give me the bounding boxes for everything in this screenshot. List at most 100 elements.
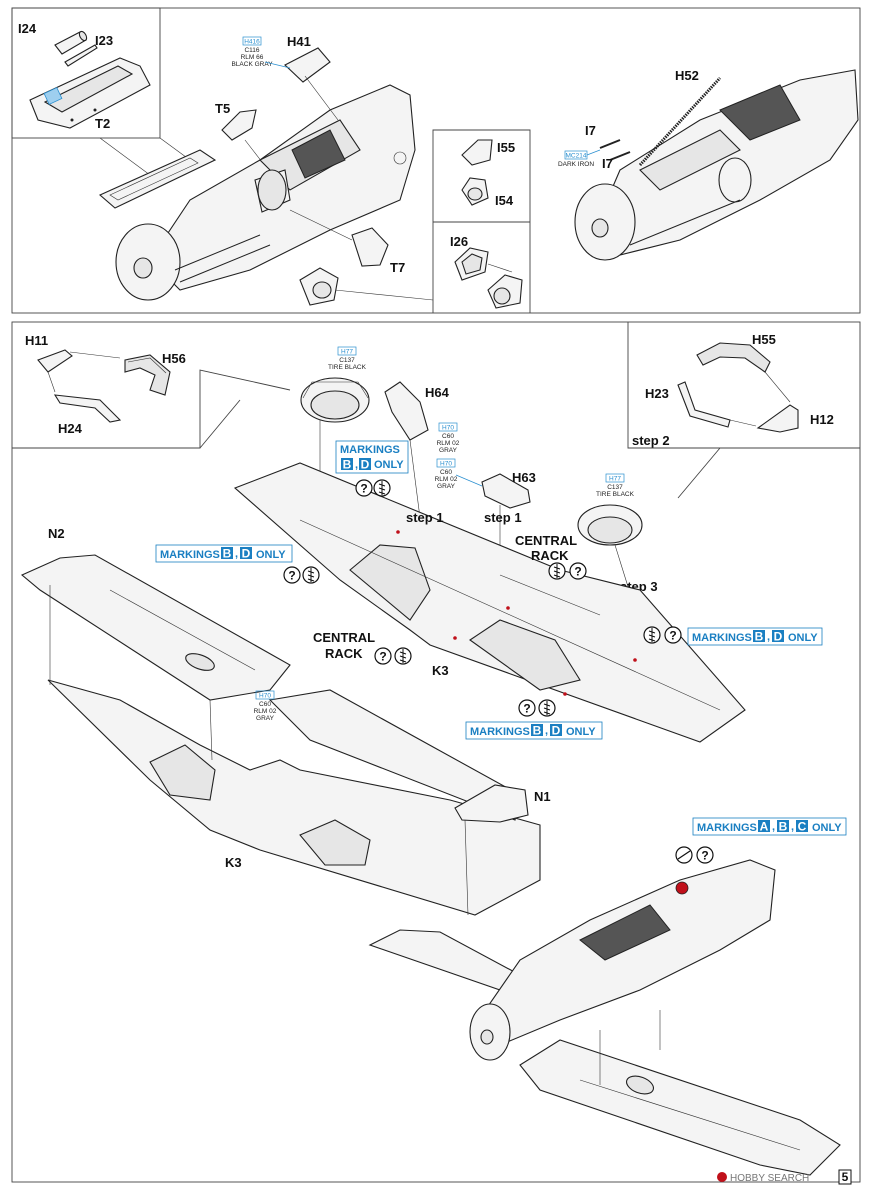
markings-only-1: ONLY	[374, 459, 404, 471]
page-number-box	[838, 1169, 852, 1185]
callout-h77-left: H77 C137 TIRE BLACK	[328, 346, 367, 371]
part-i7-shape	[599, 139, 631, 161]
fill-icon-glyph	[677, 850, 691, 860]
symbol-group-5: ?	[643, 626, 682, 644]
part-i24-shape	[54, 30, 88, 55]
label-h41: H41	[287, 34, 311, 49]
gear-bay-h12-shape	[756, 404, 799, 433]
leader-h23-h12	[729, 419, 757, 427]
markings-letter-d-1: D	[361, 458, 370, 472]
top-section-frame	[11, 7, 861, 314]
label-h63: H63	[512, 470, 536, 485]
cockpit-panel-t2	[29, 57, 151, 129]
label-central-rack-top-2: RACK	[531, 548, 569, 563]
label-k3-upper: K3	[432, 663, 449, 678]
canopy-h41-shape	[284, 47, 331, 83]
callout-h70-b-line3: GRAY	[437, 483, 456, 490]
drill-icon-glyph	[378, 481, 386, 495]
symbol-group-7: ?	[675, 846, 714, 864]
question-icon	[569, 562, 587, 580]
drill-icon-glyph	[553, 564, 561, 578]
question-mark-4: ?	[379, 650, 386, 664]
label-step-1-right: step 1	[484, 510, 522, 525]
label-i26: I26	[450, 234, 468, 249]
markings-letter-a-5: A	[760, 820, 769, 834]
leader-t5	[244, 139, 263, 163]
label-i55: I55	[497, 140, 515, 155]
watermark-logo-icon	[717, 1172, 727, 1182]
label-i54: I54	[495, 193, 514, 208]
question-mark-6: ?	[523, 702, 530, 716]
callout-h70-c-line1: C60	[259, 701, 271, 708]
question-mark-3: ?	[574, 565, 581, 579]
part-i26-shape	[454, 247, 489, 281]
part-h64-shape	[384, 381, 429, 441]
label-h56: H56	[162, 351, 186, 366]
leader-h11-h56	[69, 351, 121, 359]
markings-badge-bd-2: MARKINGS B , D ONLY	[155, 544, 293, 563]
markings-word-3: MARKINGS	[692, 632, 752, 644]
markings-letter-b-4: B	[533, 724, 542, 738]
label-h11: H11	[25, 333, 48, 348]
markings-sep-4: ,	[545, 725, 548, 737]
callout-h77-left-code: H77	[341, 349, 353, 356]
label-h23: H23	[645, 386, 669, 401]
label-t2: T2	[95, 116, 110, 131]
callout-h70-a-line2: RLM 02	[437, 440, 460, 447]
callout-h70-b-line2: RLM 02	[435, 476, 458, 483]
markings-only-5: ONLY	[812, 822, 842, 834]
watermark-text: HOBBY SEARCH	[730, 1173, 809, 1184]
label-central-rack-top-1: CENTRAL	[515, 533, 577, 548]
markings-letter-d-3: D	[774, 630, 783, 644]
callout-mc214-code: MC214	[566, 153, 587, 160]
label-central-rack-mid-2: RACK	[325, 646, 363, 661]
markings-sep-1: ,	[355, 459, 358, 471]
question-mark-1: ?	[360, 482, 367, 496]
markings-only-2: ONLY	[256, 549, 286, 561]
callout-h70-b-line1: C60	[440, 469, 452, 476]
part-h63-shape	[481, 473, 531, 509]
callout-h70-b: H70 C60 RLM 02 GRAY	[435, 458, 458, 490]
label-step-1-left: step 1	[406, 510, 444, 525]
inset-leader-left	[99, 137, 151, 176]
markings-letter-c-5: C	[798, 820, 807, 834]
question-icon	[696, 846, 714, 864]
drill-icon-glyph	[543, 701, 551, 715]
inset-gear-right	[627, 322, 721, 499]
question-mark-2: ?	[288, 569, 295, 583]
gear-bay-h55-shape	[696, 342, 771, 373]
callout-h70-b-code: H70	[440, 461, 452, 468]
watermark: HOBBY SEARCH	[717, 1172, 809, 1184]
inset-leader-t7	[334, 289, 434, 301]
label-k3-lower: K3	[225, 855, 242, 870]
callout-h70-c-line3: GRAY	[256, 715, 275, 722]
markings-letter-d-4: D	[552, 724, 561, 738]
markings-letter-b-5: B	[779, 820, 788, 834]
fuselage-left-drawing	[98, 84, 416, 301]
markings-letter-d-2: D	[242, 547, 251, 561]
bottom-section-frame	[11, 321, 861, 1183]
gear-bay-h23-shape	[677, 381, 731, 428]
part-i54-shape	[461, 177, 489, 206]
part-i23-shape	[64, 44, 98, 67]
callout-h77-right-line2: TIRE BLACK	[596, 491, 635, 498]
markings-word-1: MARKINGS	[340, 444, 400, 456]
label-t7: T7	[390, 260, 405, 275]
question-mark-7: ?	[701, 849, 708, 863]
wheel-well-left-shape	[300, 377, 370, 423]
wheel-well-right-shape	[577, 504, 643, 546]
leader-h55-h12	[764, 371, 791, 403]
inset-gear-left	[12, 369, 291, 449]
label-step-2: step 2	[632, 433, 670, 448]
markings-badge-bd-4: MARKINGS B , D ONLY	[465, 721, 603, 740]
callout-h77-right-line1: C137	[607, 484, 623, 491]
question-icon	[355, 479, 373, 497]
leader-h11-h24	[47, 371, 56, 393]
callout-h77-left-line1: C137	[339, 357, 355, 364]
label-h64: H64	[425, 385, 450, 400]
label-h24: H24	[58, 421, 83, 436]
question-icon	[283, 566, 301, 584]
drill-icon-glyph	[307, 568, 315, 582]
callout-h416-line1: C116	[244, 47, 259, 54]
